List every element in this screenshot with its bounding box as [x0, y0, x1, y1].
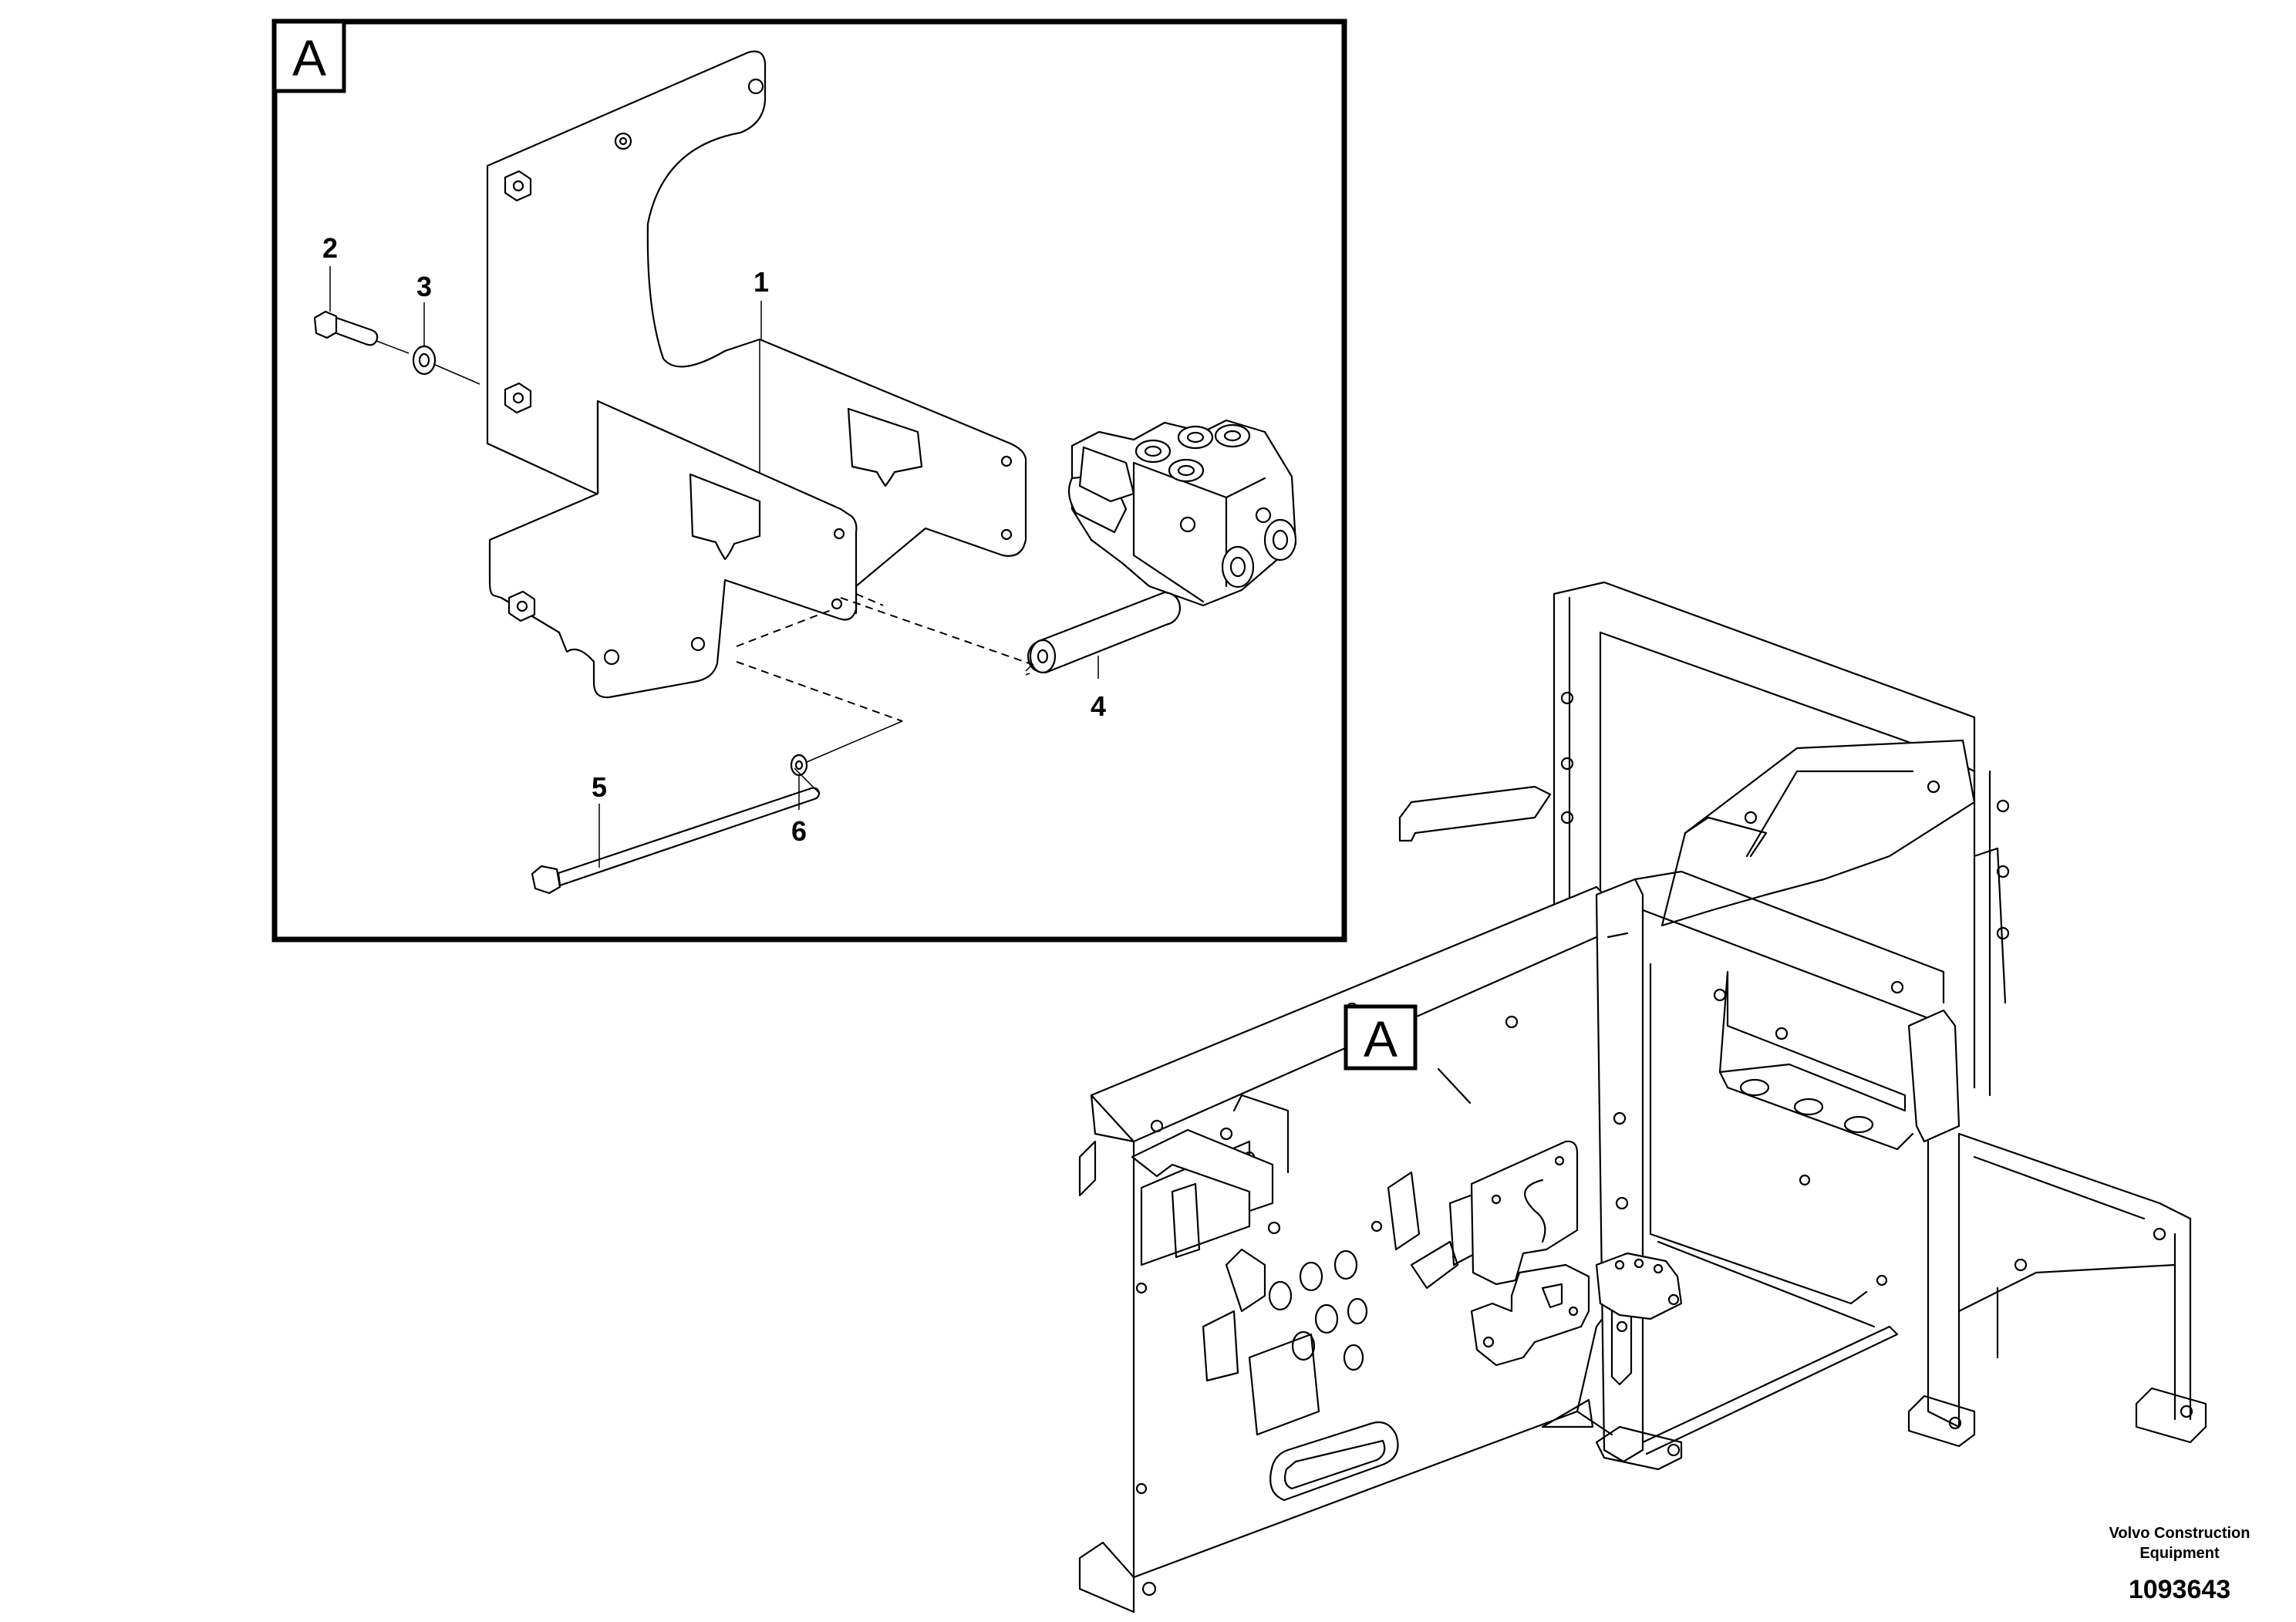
- callout-1: 1: [754, 266, 769, 298]
- overview-bracket-assembly: [1470, 1140, 1683, 1367]
- callout-5: 5: [592, 771, 607, 803]
- detail-flag-label: A: [292, 29, 326, 86]
- rear-frame: [1398, 581, 2010, 1097]
- callout-6: 6: [791, 815, 807, 847]
- reference-number: 1093643: [2129, 1575, 2230, 1604]
- top-bracket: [1131, 1094, 1290, 1235]
- bolt-part-2: [313, 310, 410, 354]
- center-column: [1595, 878, 1644, 1463]
- assembly-lines: [736, 593, 1034, 794]
- right-frame: [1541, 870, 2207, 1471]
- spacer-tube-part-4: [1025, 591, 1182, 674]
- leader-lines: [329, 266, 1099, 868]
- brand-line-1: Volvo Construction: [2109, 1525, 2250, 1542]
- overview-flag-label: A: [1364, 1010, 1397, 1067]
- footer-block: Volvo Construction Equipment 1093643: [2109, 1525, 2250, 1604]
- washer-part-3: [412, 345, 480, 385]
- callout-4: 4: [1091, 690, 1106, 722]
- valve-fittings: [1135, 423, 1297, 588]
- callout-2: 2: [322, 232, 338, 264]
- bracket-lower-plate: [488, 400, 858, 699]
- callout-3: 3: [416, 271, 432, 302]
- machine-frame-overview: A: [1078, 581, 2207, 1614]
- top-arch-beam: [1660, 739, 1976, 927]
- side-panel: [1078, 885, 1610, 1614]
- valve-block: [1067, 419, 1297, 607]
- long-bolt-part-5: [531, 787, 821, 895]
- washer-part-6: [790, 754, 808, 777]
- overview-flag-leader: [1437, 1067, 1472, 1104]
- brand-line-2: Equipment: [2139, 1545, 2220, 1562]
- detail-view-a: A: [271, 19, 1347, 943]
- overview-flag-box: [1344, 1004, 1418, 1071]
- detail-frame: [271, 19, 1347, 943]
- detail-flag-box: [272, 19, 346, 93]
